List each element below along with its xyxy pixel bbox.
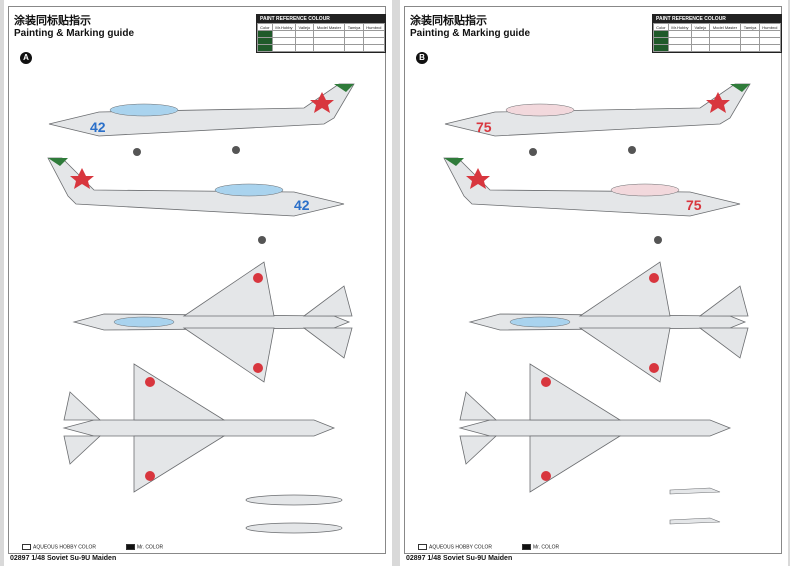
side-number-top: 42 bbox=[90, 119, 106, 135]
sheet-frame bbox=[404, 6, 782, 554]
decal-detail bbox=[669, 487, 721, 525]
reference-heading: PAINT REFERENCE COLOUR bbox=[653, 15, 781, 23]
paint-reference-table: PAINT REFERENCE COLOUR Color Mr.Hobby Va… bbox=[256, 14, 386, 53]
product-footer: 02897 1/48 Soviet Su-9U Maiden bbox=[10, 555, 117, 562]
scheme-badge: B bbox=[416, 52, 428, 64]
side-profile-top: 42 bbox=[48, 83, 355, 156]
side-profile-bottom: 42 bbox=[47, 157, 345, 244]
aircraft-drawings: 42 42 bbox=[47, 83, 355, 534]
color-legend: AQUEOUS HOBBY COLOR Mr. COLOR bbox=[22, 543, 163, 550]
aircraft-drawings: 75 75 bbox=[443, 83, 751, 525]
legend-aqueous: AQUEOUS HOBBY COLOR bbox=[418, 543, 492, 550]
bottom-view bbox=[458, 363, 732, 493]
side-number-bottom: 75 bbox=[686, 197, 702, 213]
legend-mr-color: Mr. COLOR bbox=[125, 543, 163, 550]
legend-mr-color: Mr. COLOR bbox=[521, 543, 559, 550]
bottom-view bbox=[62, 363, 336, 493]
side-profile-top: 75 bbox=[444, 83, 751, 156]
product-footer: 02897 1/48 Soviet Su-9U Maiden bbox=[406, 555, 513, 562]
instruction-sheet-a: 涂装同标贴指示 Painting & Marking guide A PAINT… bbox=[4, 0, 392, 566]
title-chinese: 涂装同标贴指示 bbox=[14, 14, 91, 27]
title-english: Painting & Marking guide bbox=[14, 28, 135, 39]
side-profile-bottom: 75 bbox=[443, 157, 741, 244]
reference-grid: Color Mr.Hobby Vallejo Model Master Tami… bbox=[257, 23, 386, 52]
scheme-badge: A bbox=[20, 52, 32, 64]
legend-aqueous: AQUEOUS HOBBY COLOR bbox=[22, 543, 96, 550]
title-english: Painting & Marking guide bbox=[410, 28, 531, 39]
side-number-bottom: 42 bbox=[294, 197, 310, 213]
drop-tanks bbox=[245, 494, 343, 534]
color-legend: AQUEOUS HOBBY COLOR Mr. COLOR bbox=[418, 543, 559, 550]
instruction-sheet-b: 涂装同标贴指示 Painting & Marking guide B PAINT… bbox=[400, 0, 788, 566]
paint-reference-table: PAINT REFERENCE COLOUR Color Mr.Hobby Va… bbox=[652, 14, 782, 53]
sheet-frame bbox=[8, 6, 386, 554]
reference-grid: Color Mr.Hobby Vallejo Model Master Tami… bbox=[653, 23, 782, 52]
top-view bbox=[72, 261, 353, 383]
reference-heading: PAINT REFERENCE COLOUR bbox=[257, 15, 385, 23]
top-view bbox=[468, 261, 749, 383]
title-chinese: 涂装同标贴指示 bbox=[410, 14, 487, 27]
side-number-top: 75 bbox=[476, 119, 492, 135]
